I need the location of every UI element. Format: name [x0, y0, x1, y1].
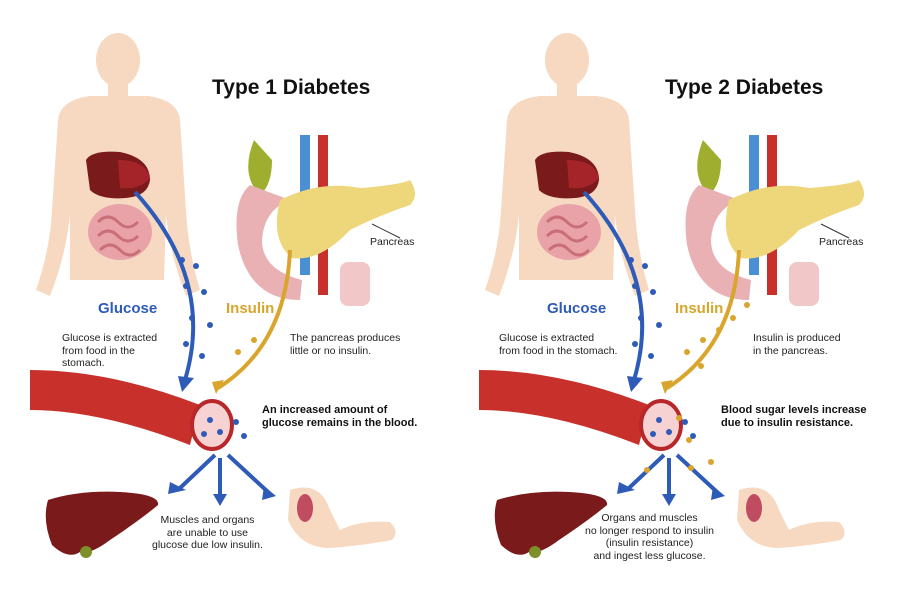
panel-title: Type 1 Diabetes — [212, 76, 371, 99]
panel-title: Type 2 Diabetes — [665, 76, 824, 99]
muscles-organs-caption: Organs and muscles no longer respond to … — [585, 512, 715, 562]
blood-vessel — [30, 370, 234, 451]
insulin-label: Insulin — [675, 300, 724, 317]
stomach-caption: Glucose is extracted from food in the st… — [499, 332, 618, 357]
type1-illustration — [30, 33, 415, 558]
digestive-organs — [86, 151, 152, 260]
glucose-arrows — [582, 190, 719, 498]
pancreas-organ-group — [236, 135, 415, 306]
muscles-organs-caption: Muscles and organs are unable to use glu… — [152, 514, 263, 551]
insulin-dots — [235, 337, 257, 355]
glucose-label: Glucose — [98, 300, 158, 317]
pancreas-caption: The pancreas produces little or no insul… — [290, 332, 401, 357]
type2-illustration — [479, 33, 864, 558]
liver-organ — [45, 491, 159, 558]
pancreas-label: Pancreas — [370, 236, 415, 248]
glucose-dots — [179, 257, 247, 439]
glucose-label: Glucose — [547, 300, 607, 317]
insulin-label: Insulin — [226, 300, 275, 317]
digestive-organs — [535, 151, 601, 260]
glucose-arrows — [133, 190, 270, 498]
arrowheads — [168, 376, 276, 506]
pancreas-organ-group — [685, 135, 864, 306]
blood-vessel — [479, 370, 683, 451]
type1-panel: Type 1 Diabetes Pancreas Glucose Insulin… — [30, 33, 418, 558]
insulin-arrow — [212, 249, 292, 394]
glucose-dots — [628, 257, 696, 439]
blood-caption: Blood sugar levels increase due to insul… — [721, 404, 867, 429]
pancreas-caption: Insulin is produced in the pancreas. — [753, 332, 841, 357]
blood-caption: An increased amount of glucose remains i… — [262, 404, 418, 429]
type2-panel: Type 2 Diabetes Pancreas Glucose Insulin… — [449, 0, 898, 600]
arm-muscle — [288, 487, 396, 548]
arm-muscle — [737, 487, 845, 548]
insulin-dots — [644, 302, 750, 473]
arrowheads — [617, 376, 725, 506]
pancreas-label: Pancreas — [819, 236, 864, 248]
liver-organ — [494, 491, 608, 558]
stomach-caption: Glucose is extracted from food in the st… — [62, 332, 158, 369]
